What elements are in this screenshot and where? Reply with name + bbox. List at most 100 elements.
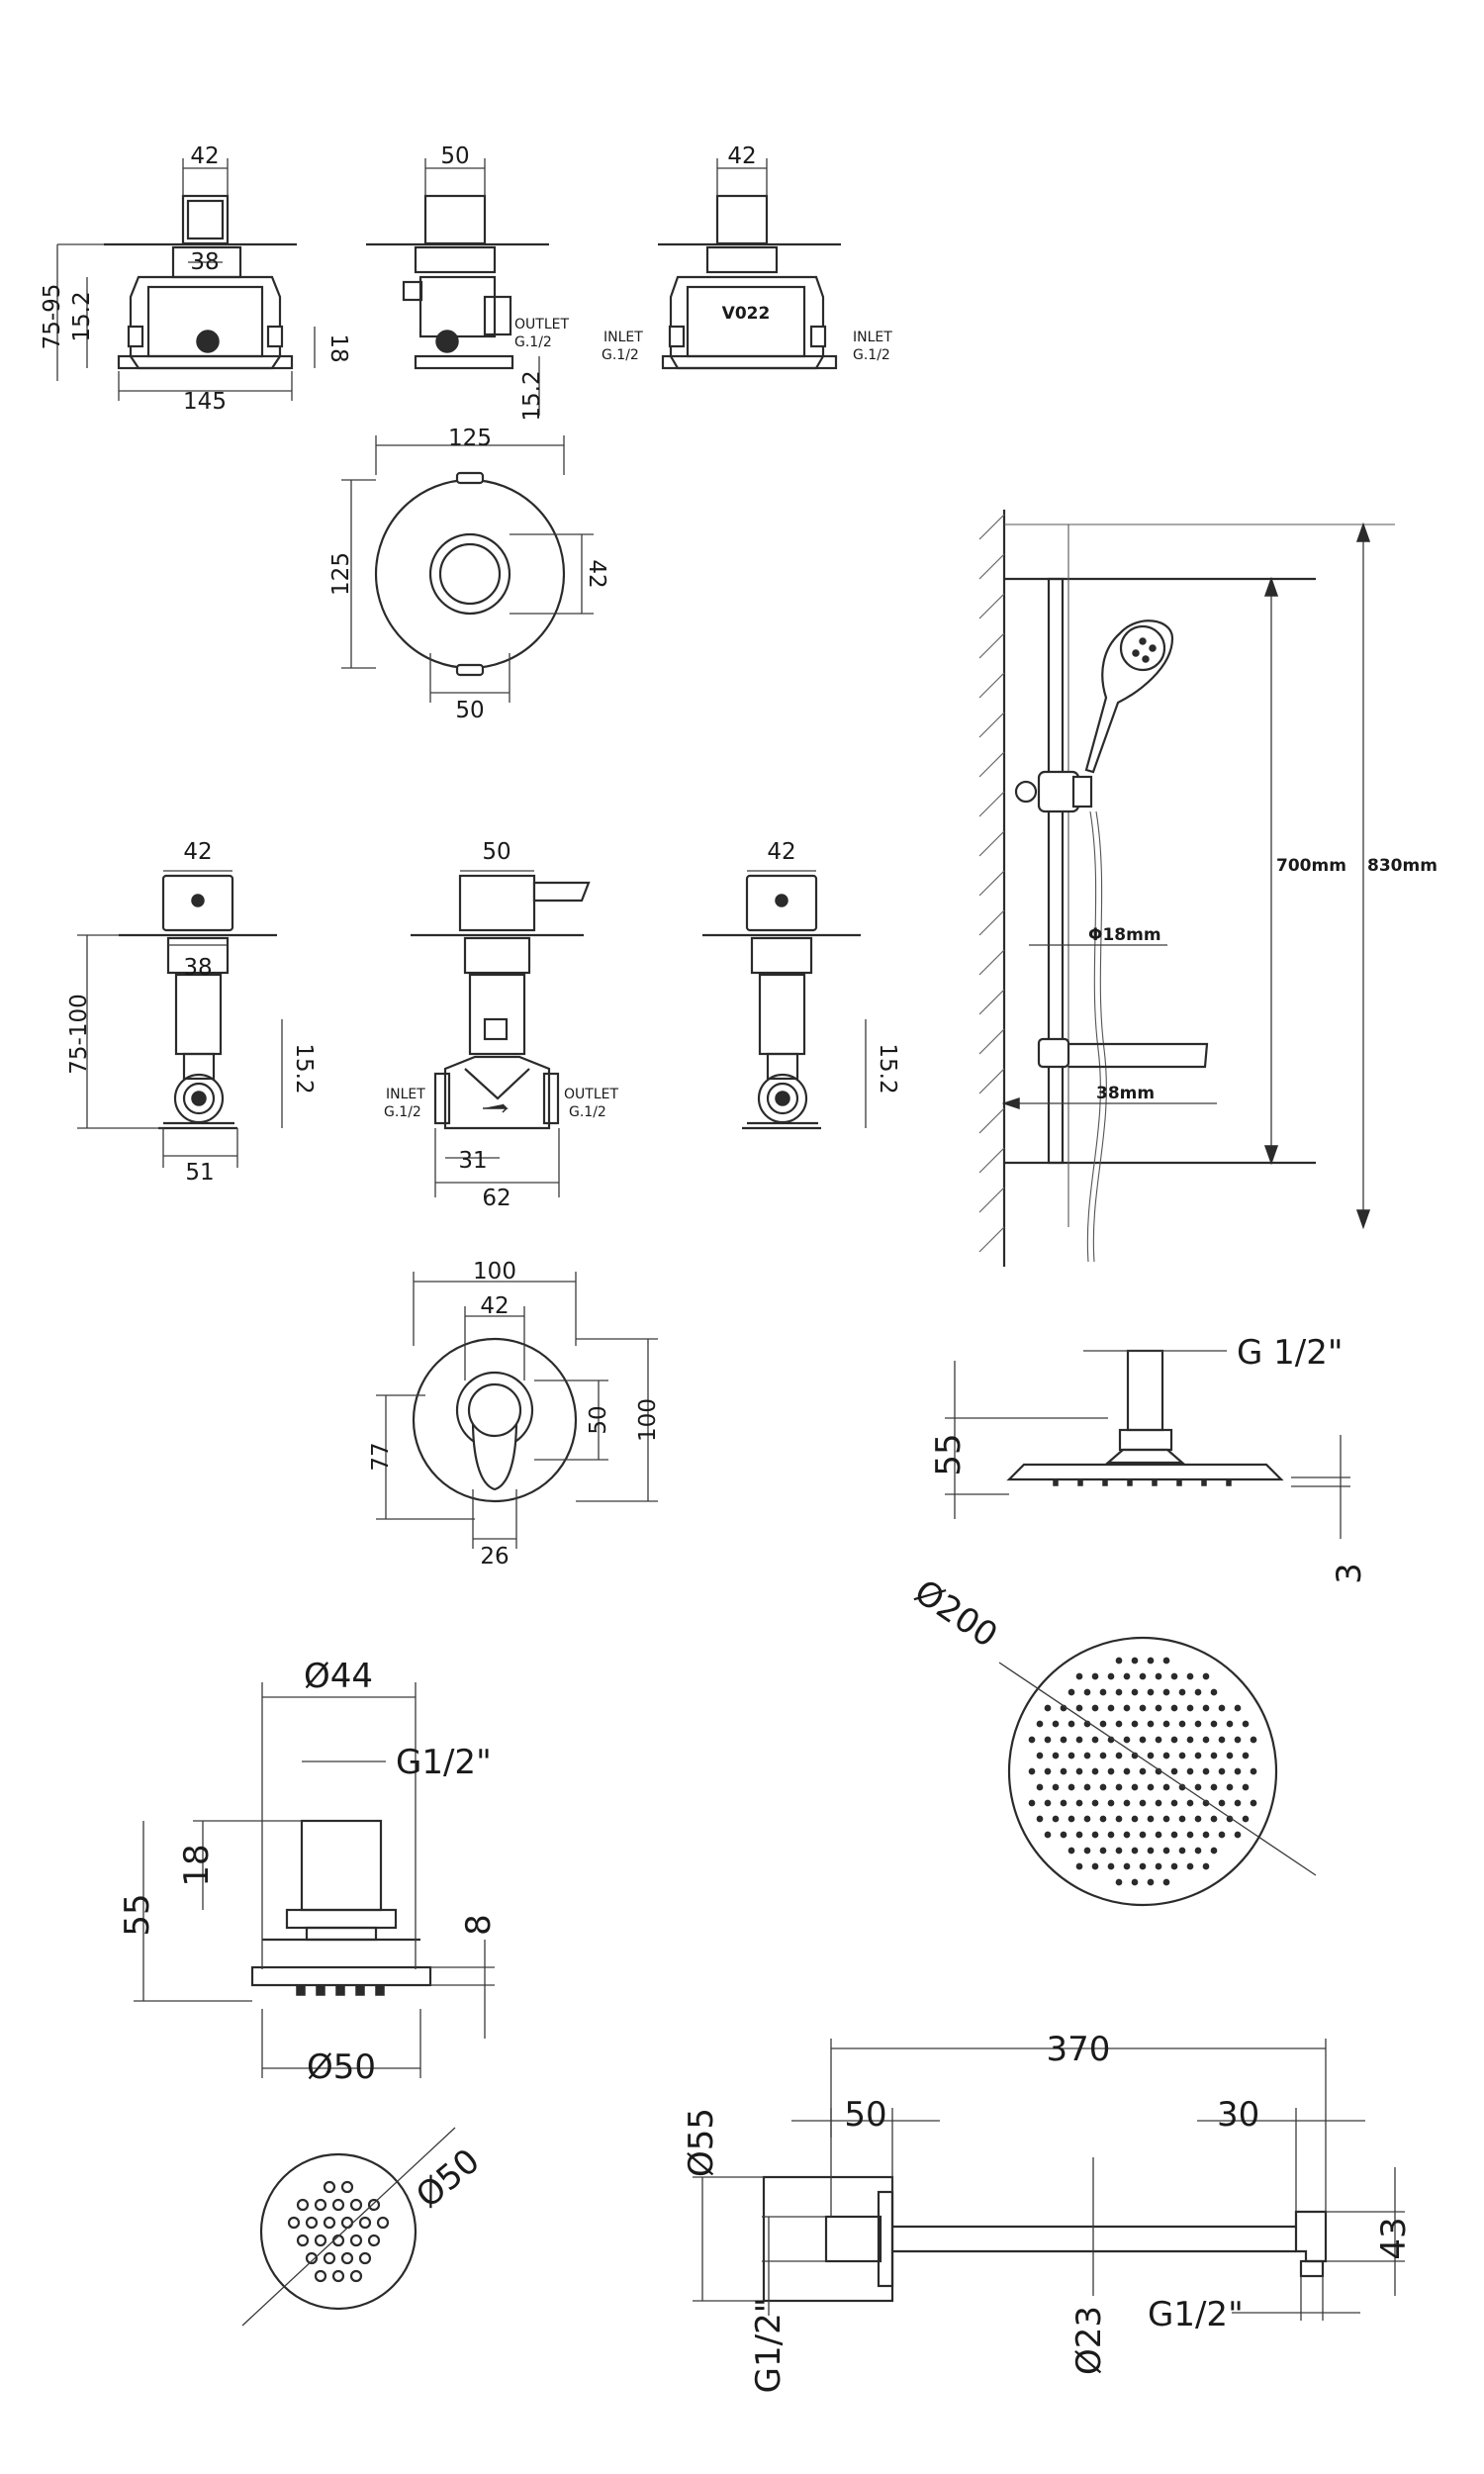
nozzle-dot: [1218, 1736, 1226, 1744]
nozzle-dot: [1123, 1862, 1131, 1870]
nozzle-dot: [1075, 1799, 1083, 1807]
jet-nozzle: [323, 2216, 336, 2230]
nozzle-dot: [1147, 1720, 1155, 1728]
nozzle-dot: [1131, 1878, 1139, 1886]
nozzle-dot: [1162, 1720, 1170, 1728]
nozzle-dot: [1067, 1720, 1075, 1728]
dim-midright-offset: 15.2: [875, 1043, 900, 1094]
nozzle-dot: [1131, 1815, 1139, 1823]
nozzle-dot: [1155, 1831, 1162, 1839]
valve-mid-left: 42 38 75-100 15.2 51: [66, 839, 317, 1186]
dim-jet-face-diameter: Ø50: [409, 2141, 487, 2217]
dim-arm-length: 370: [1047, 2030, 1111, 2069]
nozzle-dot: [1044, 1704, 1052, 1712]
nozzle-dot: [1186, 1704, 1194, 1712]
label-rear-inlet-left: INLET: [603, 330, 643, 345]
nozzle-dot: [1139, 1799, 1147, 1807]
nozzle-dot: [1107, 1767, 1115, 1775]
nozzle-dot: [1155, 1862, 1162, 1870]
dim-rear-width: 42: [727, 143, 756, 169]
jet-nozzle: [358, 2251, 372, 2265]
nozzle-dot: [1060, 1831, 1067, 1839]
dim-front-offset: 15.2: [69, 291, 95, 341]
shower-arm-view: 370 50 30 Ø55 G1/2" Ø23 G1/2" 43: [682, 2030, 1414, 2393]
jet-nozzle: [296, 2198, 310, 2212]
nozzle-dot: [1186, 1736, 1194, 1744]
label-arm-thread-left: G1/2": [749, 2298, 788, 2394]
nozzle-dot: [1147, 1815, 1155, 1823]
nozzle-dot: [1170, 1799, 1178, 1807]
dim-arm-end: 30: [1217, 2095, 1259, 2135]
jet-nozzle: [305, 2251, 319, 2265]
nozzle-dot: [1060, 1799, 1067, 1807]
nozzle-dot: [1202, 1672, 1210, 1680]
nozzle-dot: [1210, 1815, 1218, 1823]
nozzle-dot: [1083, 1847, 1091, 1855]
valve-mid-center: INLET G.1/2 OUTLET G.1/2 50 31 62: [384, 839, 618, 1211]
jet-nozzle: [331, 2198, 345, 2212]
dim-rail-wall-gap: 38mm: [1096, 1084, 1155, 1103]
nozzle-dot: [1075, 1672, 1083, 1680]
nozzle-dot: [1131, 1688, 1139, 1696]
nozzle-dot: [1147, 1783, 1155, 1791]
nozzle-dot: [1091, 1862, 1099, 1870]
nozzle-dot: [1052, 1815, 1060, 1823]
jet-nozzle: [367, 2234, 381, 2247]
shower-head-top-view: Ø200: [907, 1572, 1317, 1907]
dim-lever-knob-height: 50: [586, 1405, 611, 1434]
nozzle-dot: [1052, 1720, 1060, 1728]
jet-nozzle: [323, 2180, 336, 2194]
label-rear-mark: V022: [722, 304, 771, 324]
nozzle-dot: [1226, 1720, 1234, 1728]
nozzle-dot: [1083, 1783, 1091, 1791]
nozzle-dot: [1123, 1736, 1131, 1744]
nozzle-dot: [1162, 1847, 1170, 1855]
nozzle-dot: [1147, 1847, 1155, 1855]
nozzle-dot: [1107, 1704, 1115, 1712]
jet-nozzle: [314, 2234, 327, 2247]
dim-front-side: 18: [325, 333, 351, 362]
nozzle-dot: [1155, 1799, 1162, 1807]
nozzle-dot: [1186, 1799, 1194, 1807]
dim-jet-top-diameter: Ø44: [304, 1657, 373, 1696]
jet-nozzle: [340, 2216, 354, 2230]
nozzle-dot: [1162, 1688, 1170, 1696]
nozzle-dot: [1234, 1767, 1242, 1775]
label-jet-thread: G1/2": [396, 1743, 492, 1782]
nozzle-dot: [1234, 1831, 1242, 1839]
nozzle-dot: [1186, 1862, 1194, 1870]
nozzle-dot: [1123, 1704, 1131, 1712]
dim-lever-height: 100: [635, 1398, 661, 1442]
nozzle-dot: [1067, 1752, 1075, 1760]
nozzle-dot: [1028, 1799, 1036, 1807]
nozzle-dot: [1099, 1847, 1107, 1855]
nozzle-dot: [1170, 1862, 1178, 1870]
dim-rail-diameter: Φ18mm: [1088, 925, 1161, 945]
nozzle-dot: [1083, 1688, 1091, 1696]
nozzle-dot: [1218, 1704, 1226, 1712]
label-rear-inlet-right-thread: G.1/2: [853, 347, 890, 363]
nozzle-dot: [1226, 1752, 1234, 1760]
nozzle-dot: [1083, 1752, 1091, 1760]
nozzle-dot: [1186, 1831, 1194, 1839]
nozzle-dot: [1250, 1799, 1257, 1807]
nozzle-dot: [1194, 1847, 1202, 1855]
dim-jet-bottom-diameter: Ø50: [307, 2047, 376, 2087]
body-jet-side-view: Ø44 G1/2" 18 55 8 Ø50: [118, 1657, 499, 2087]
nozzle-dot: [1194, 1688, 1202, 1696]
nozzle-dot: [1210, 1688, 1218, 1696]
label-side-outlet-thread: G.1/2: [514, 334, 552, 350]
dim-jet-flange: 8: [459, 1914, 499, 1936]
nozzle-dot: [1194, 1752, 1202, 1760]
jet-nozzle: [314, 2198, 327, 2212]
nozzle-dot: [1242, 1783, 1250, 1791]
nozzle-dot: [1091, 1704, 1099, 1712]
dim-plate-knob: 42: [584, 559, 609, 588]
nozzle-dot: [1099, 1688, 1107, 1696]
nozzle-dot: [1052, 1752, 1060, 1760]
nozzle-dot: [1147, 1752, 1155, 1760]
dim-plate-height: 125: [328, 552, 354, 596]
dim-lever-base: 26: [480, 1544, 509, 1570]
nozzle-dot: [1115, 1815, 1123, 1823]
